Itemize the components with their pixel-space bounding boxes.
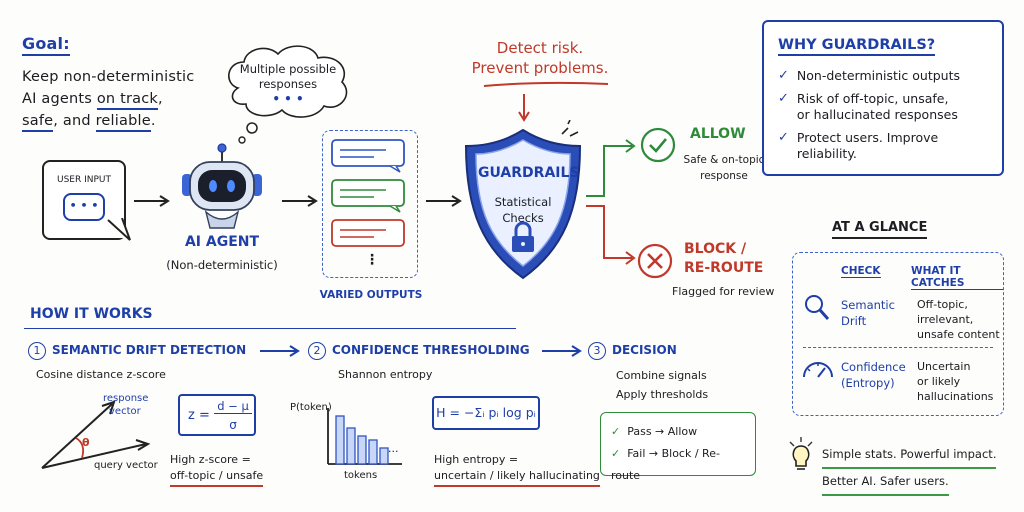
output-bubbles [331,139,405,247]
block-title: BLOCK / RE-ROUTE [684,241,764,276]
histogram-xlabel: tokens [344,470,378,481]
goal-text: Keep non-deterministic AI agents on trac… [22,66,212,132]
decision-pass: ✓ Pass → Allow [611,425,698,438]
step3-sub: Combine signals Apply thresholds [616,369,709,401]
check-icon: ✓ [778,68,789,83]
output-bubble-red [331,219,405,247]
step1-sub: Cosine distance z-score [36,368,166,381]
chat-bubble-icon: • • • [63,193,105,221]
allow-desc: Safe & on-topic response [683,154,765,182]
gauge-icon [803,362,833,378]
arrow-tagline-to-shield [518,94,530,122]
x-circle-icon [637,243,673,279]
user-input-box: USER INPUT • • • [42,160,126,240]
step2-sub: Shannon entropy [338,368,433,381]
lightbulb-icon [789,437,813,470]
shield-title: GUARDRAILS [478,165,580,181]
step2-number: 2 [308,342,326,360]
histogram-bar [357,435,367,465]
tagline: Detect risk. Prevent problems. [471,39,609,77]
goal-heading: Goal: [22,34,70,56]
glance-col-catches: WHAT IT CATCHES [911,265,1003,290]
histogram-bar [368,439,378,465]
why-item: ✓ Non-deterministic outputs [778,68,960,83]
histogram-bar [346,427,356,465]
tagline-underline [483,81,609,87]
agent-subtitle: (Non-deterministic) [166,258,278,272]
histogram-bar [379,447,389,465]
vector-diagram [41,400,151,469]
outputs-more: ⋮ [365,252,379,268]
why-guardrails-panel: WHY GUARDRAILS? ✓ Non-deterministic outp… [762,20,1004,176]
user-input-label: USER INPUT [57,175,111,185]
output-bubble-green [331,179,405,213]
shield-subtitle: Statistical Checks [494,195,552,225]
token-histogram [327,408,402,465]
why-title: WHY GUARDRAILS? [778,37,936,56]
agent-title: AI AGENT [184,234,260,250]
histogram-bar [335,415,345,465]
arrow-step2-to-step3 [542,345,582,357]
check-icon: ✓ [611,425,621,438]
output-bubble-blue [331,139,405,173]
how-title: HOW IT WORKS [30,306,153,322]
user-input-tail [106,218,131,241]
robot-icon [182,143,262,229]
theta-label: θ [82,436,90,449]
query-vector-label: query vector [94,460,158,471]
thought-bubble [228,45,348,144]
step1-note: High z-score = off-topic / unsafe [170,452,264,487]
magnifier-icon [805,295,830,320]
check-circle-icon [640,127,676,163]
step2-note: High entropy = uncertain / likely halluc… [434,452,600,487]
glance-title: AT A GLANCE [832,220,928,239]
arrow-input-to-agent [134,195,170,207]
arrow-step1-to-step2 [260,345,300,357]
thought-dots: • • • [272,92,304,106]
glance-row-catches: Off-topic,irrelevant,unsafe content [917,298,1000,341]
thought-text: Multiple possible responses • • • [226,62,350,107]
check-icon: ✓ [778,130,789,145]
entropy-formula: H = −Σᵢ pᵢ log pᵢ [432,396,540,430]
histogram-ylabel: P(token) [290,402,332,413]
how-rule [24,328,516,329]
glance-row-check: Confidence(Entropy) [841,360,906,390]
histogram-dots: ... [388,442,399,455]
why-item: ✓ Protect users. Improve reliability. [778,130,939,161]
glance-col-check: CHECK [841,265,881,278]
shield-sparkle [561,120,579,137]
decision-box: ✓ Pass → Allow ✓ Fail → Block / Re-route [600,412,756,482]
check-icon: ✓ [611,447,621,460]
allow-title: ALLOW [690,126,746,142]
check-icon: ✓ [778,91,789,106]
step1-number: 1 [28,342,46,360]
block-note: Flagged for review [672,285,775,298]
goal-block: Goal: Keep non-deterministic AI agents o… [22,34,212,132]
why-item: ✓ Risk of off-topic, unsafe,or hallucina… [778,91,958,122]
decision-fail: ✓ Fail → Block / Re-route [611,447,720,482]
glance-divider [803,347,993,348]
zscore-formula: z = d − μ σ [178,394,256,436]
footer-text: Simple stats. Powerful impact. Better AI… [822,442,997,496]
step3-number: 3 [588,342,606,360]
outputs-label: VARIED OUTPUTS [319,289,423,301]
outputs-box [322,130,418,278]
arrow-agent-to-outputs [282,195,318,207]
arrow-outputs-to-shield [426,195,462,207]
branch-arrows [586,139,636,265]
shield-icon [464,128,582,280]
